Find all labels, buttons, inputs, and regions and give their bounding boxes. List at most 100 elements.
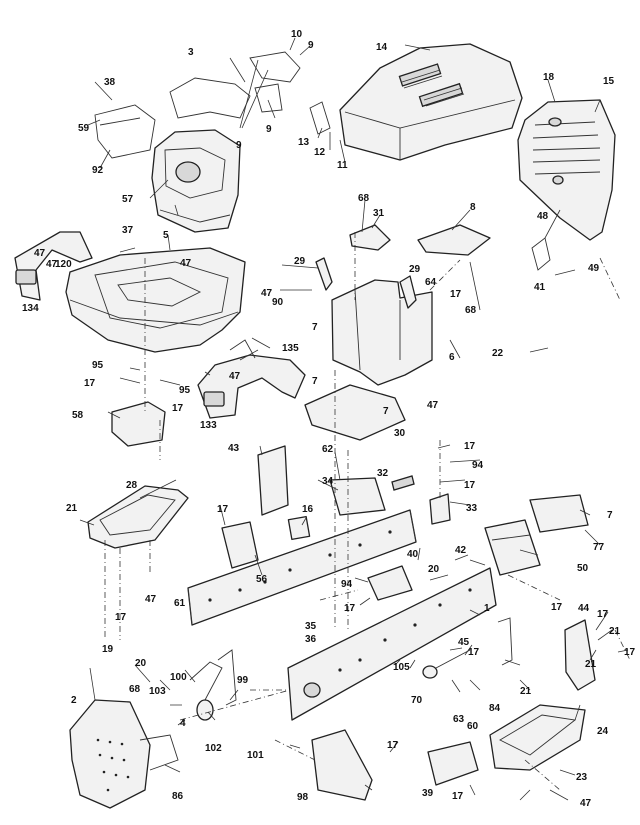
- callout-64: 64: [425, 277, 437, 288]
- callout-99: 99: [237, 675, 249, 686]
- callout-100: 100: [170, 672, 187, 683]
- callout-94a: 94: [472, 460, 484, 471]
- callout-17f: 17: [217, 504, 229, 515]
- callout-15: 15: [603, 76, 615, 87]
- right-frame-rail: [287, 567, 497, 721]
- callout-59: 59: [78, 123, 90, 134]
- callout-21d: 21: [585, 659, 597, 670]
- tank-support: [331, 279, 433, 386]
- seat-mount-58: [111, 401, 166, 447]
- bracket-16: [287, 515, 311, 541]
- grille-assembly: [517, 99, 616, 241]
- callout-7b: 7: [312, 376, 318, 387]
- callout-95a: 95: [92, 360, 104, 371]
- callout-10: 10: [291, 29, 303, 40]
- callout-61: 61: [174, 598, 186, 609]
- callout-1: 1: [484, 603, 490, 614]
- callout-17i: 17: [551, 602, 563, 613]
- callout-103: 103: [149, 686, 166, 697]
- callout-134: 134: [22, 303, 39, 314]
- callout-45: 45: [458, 637, 470, 648]
- callout-33: 33: [466, 503, 478, 514]
- bracket-98: [311, 729, 373, 801]
- callout-29a: 29: [294, 256, 306, 267]
- dashboard-panel: [151, 129, 241, 233]
- floor-plate: [304, 384, 406, 441]
- hood-rear-bracket: [309, 101, 331, 135]
- callout-11: 11: [337, 160, 348, 171]
- footrest: [69, 699, 151, 809]
- callout-20a: 20: [135, 658, 147, 669]
- callout-31: 31: [373, 208, 385, 219]
- callout-labels: 1 2 3 4 5 6 7 7 7 7 8 9 9 9 10 11 12 13 …: [22, 29, 636, 809]
- callout-21b: 21: [520, 686, 532, 697]
- left-side-panel: [14, 231, 93, 301]
- callout-133: 133: [200, 420, 217, 431]
- bracket-29-right: [399, 275, 417, 309]
- callout-92: 92: [92, 165, 104, 176]
- callout-62: 62: [322, 444, 334, 455]
- clip-32: [391, 475, 415, 491]
- callout-56: 56: [256, 574, 268, 585]
- callout-49: 49: [588, 263, 600, 274]
- callout-47e: 47: [427, 400, 439, 411]
- frame-bracket-43: [257, 445, 289, 516]
- callout-17h: 17: [344, 603, 356, 614]
- callout-68c: 68: [129, 684, 141, 695]
- bracket-41: [531, 237, 551, 271]
- callout-16: 16: [302, 504, 314, 515]
- callout-9b: 9: [236, 140, 242, 151]
- callout-101: 101: [247, 750, 264, 761]
- footrest-bracket: [139, 734, 179, 771]
- callout-17m: 17: [452, 791, 464, 802]
- callout-47c: 47: [261, 288, 273, 299]
- spacer-102: [196, 699, 214, 721]
- callout-34: 34: [322, 476, 334, 487]
- callout-7a: 7: [312, 322, 318, 333]
- callout-17c: 17: [450, 289, 462, 300]
- callout-17b: 17: [172, 403, 184, 414]
- callout-6: 6: [449, 352, 455, 363]
- callout-47h: 47: [46, 259, 58, 270]
- callout-90: 90: [272, 297, 284, 308]
- callout-38: 38: [104, 77, 116, 88]
- callout-3: 3: [188, 47, 194, 58]
- callout-9a: 9: [308, 40, 314, 51]
- callout-20b: 20: [428, 564, 440, 575]
- seat-pan: [87, 485, 189, 549]
- callout-47f: 47: [145, 594, 157, 605]
- right-side-panel: [197, 339, 306, 419]
- callout-22: 22: [492, 348, 504, 359]
- callout-47a: 47: [34, 248, 46, 259]
- callout-36: 36: [305, 634, 317, 645]
- callout-2: 2: [71, 695, 77, 706]
- callout-30: 30: [394, 428, 406, 439]
- callout-13: 13: [298, 137, 310, 148]
- axle-mount-44: [564, 619, 596, 691]
- hitch-70: [422, 649, 471, 679]
- callout-47b: 47: [180, 258, 192, 269]
- callout-77: 77: [593, 542, 605, 553]
- callout-40: 40: [407, 549, 419, 560]
- callout-41: 41: [534, 282, 546, 293]
- callout-17k: 17: [468, 647, 480, 658]
- callout-135: 135: [282, 343, 299, 354]
- dash-cover-panel: [169, 51, 301, 119]
- callout-102: 102: [205, 743, 222, 754]
- callout-84: 84: [489, 703, 501, 714]
- callout-98: 98: [297, 792, 309, 803]
- bracket-56: [221, 521, 259, 569]
- rear-step-24: [489, 704, 586, 771]
- callout-21c: 21: [609, 626, 621, 637]
- callout-68b: 68: [465, 305, 477, 316]
- small-bracket-31: [349, 224, 391, 251]
- callout-21a: 21: [66, 503, 78, 514]
- left-frame-rail: [187, 509, 417, 626]
- callout-28: 28: [126, 480, 138, 491]
- callout-17j: 17: [597, 609, 609, 620]
- callout-17n: 17: [624, 647, 636, 658]
- callout-12: 12: [314, 147, 326, 158]
- callout-23: 23: [576, 772, 588, 783]
- callout-17l: 17: [387, 740, 399, 751]
